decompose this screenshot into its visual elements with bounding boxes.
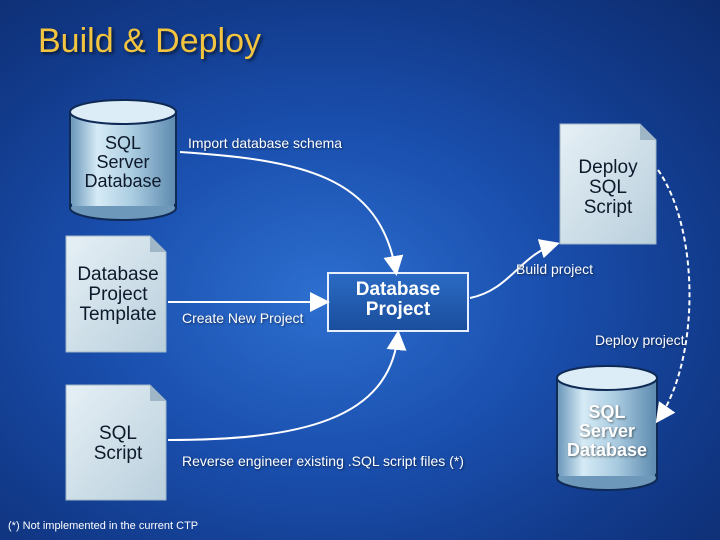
build-project-arrow (469, 239, 560, 299)
reverse-engineer-label: Reverse engineer existing .SQL script fi… (182, 453, 464, 469)
sql-script-document (65, 384, 167, 501)
slide-title: Build & Deploy (38, 22, 262, 60)
import-schema-arrow (179, 151, 404, 276)
deploy-script-document (559, 123, 657, 245)
target-database-label: SQL Server Database (566, 402, 648, 460)
deploy-project-label: Deploy project (595, 332, 685, 348)
source-database-label: SQL Server Database (84, 133, 162, 191)
deploy-project-arrow (655, 169, 691, 424)
create-project-label: Create New Project (182, 310, 304, 326)
source-database-cylinder (69, 99, 177, 221)
project-template-label: Database Project Template (77, 264, 159, 325)
build-project-label: Build project (516, 261, 594, 277)
deploy-script-label: Deploy SQL Script (578, 157, 638, 218)
target-database-cylinder (556, 365, 658, 491)
database-project-label: Database Project (355, 279, 441, 320)
sql-script-label: SQL Script (93, 423, 143, 464)
project-template-document (65, 235, 167, 353)
reverse-engineer-arrow (167, 330, 407, 441)
import-schema-label: Import database schema (188, 135, 343, 151)
footnote: (*) Not implemented in the current CTP (8, 520, 199, 532)
